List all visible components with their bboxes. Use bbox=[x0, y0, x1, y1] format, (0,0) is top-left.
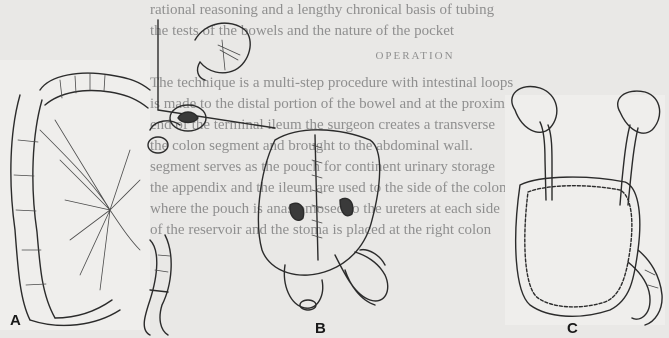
panel-a-drawing bbox=[0, 60, 180, 335]
panel-label-b: B bbox=[315, 320, 326, 337]
panel-label-a: A bbox=[10, 312, 21, 329]
panel-b-drawing bbox=[170, 23, 388, 310]
panel-label-c: C bbox=[567, 320, 578, 337]
panel-divider-lines bbox=[158, 20, 275, 128]
panel-c-drawing bbox=[505, 87, 665, 325]
